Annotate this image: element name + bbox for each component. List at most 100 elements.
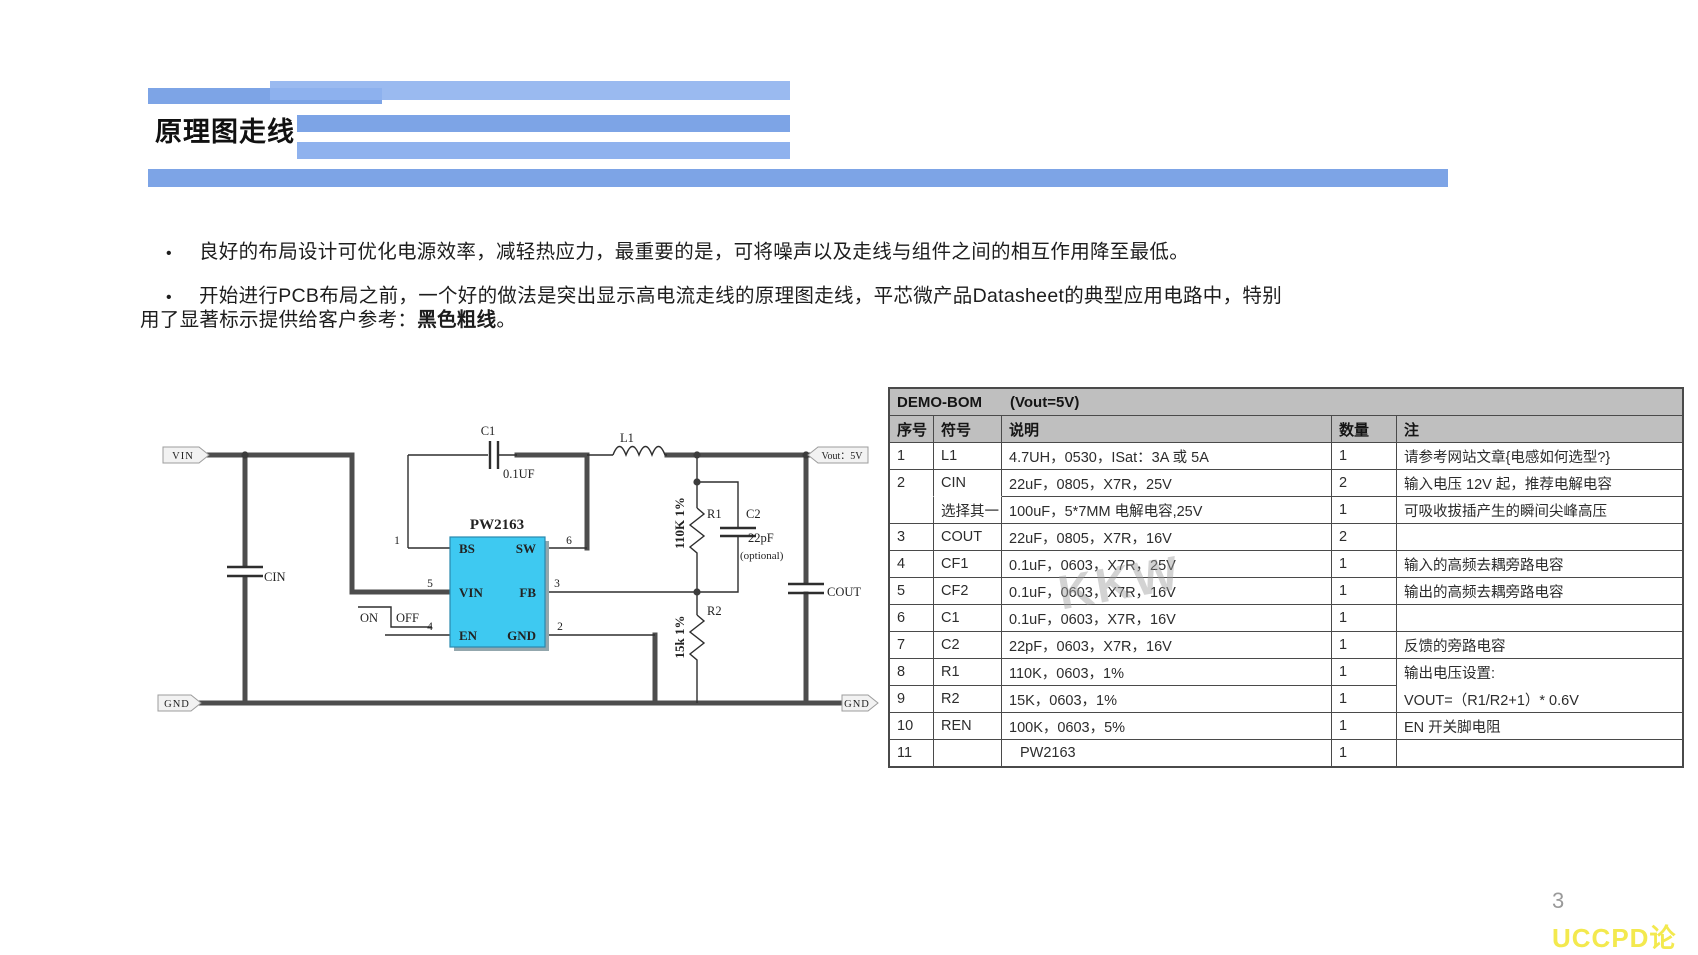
pin-bs-label: BS bbox=[459, 541, 475, 556]
net-flags bbox=[157, 446, 879, 712]
gnd-left-net-label: GND bbox=[164, 699, 190, 710]
chip-body bbox=[449, 536, 546, 648]
cell-no: 5 bbox=[890, 578, 934, 605]
r1-value-label: 110K 1% bbox=[672, 497, 687, 549]
cell-note: 反馈的旁路电容 bbox=[1397, 632, 1683, 659]
cell-qty: 1 bbox=[1332, 632, 1397, 659]
forum-watermark: UCCPD论坛 bbox=[1552, 923, 1677, 953]
cell-no: 9 bbox=[890, 686, 934, 713]
off-label: OFF bbox=[396, 611, 419, 625]
accent-bar-top-right bbox=[270, 81, 790, 100]
cell-qty: 1 bbox=[1332, 497, 1397, 524]
cell-no: 3 bbox=[890, 524, 934, 551]
cell-desc: 22uF，0805，X7R，16V bbox=[1002, 524, 1332, 551]
cell-note: 输入的高频去耦旁路电容 bbox=[1397, 551, 1683, 578]
bullet-icon: • bbox=[166, 289, 172, 306]
bom-title-row: DEMO-BOM(Vout=5V) bbox=[890, 389, 1683, 416]
accent-bar-title-2 bbox=[297, 142, 790, 159]
on-label: ON bbox=[360, 611, 378, 625]
col-header-qty: 数量 bbox=[1332, 416, 1397, 443]
bom-header-row: 序号 符号 说明 数量 注 bbox=[890, 416, 1683, 443]
cell-no: 4 bbox=[890, 551, 934, 578]
schematic-diagram: VIN GND GND Vout：5V PW2163 BS SW VIN FB … bbox=[157, 424, 879, 712]
cell-note: 输出的高频去耦旁路电容 bbox=[1397, 578, 1683, 605]
cell-note bbox=[1397, 605, 1683, 632]
pin-vin-label: VIN bbox=[459, 585, 483, 600]
c1-value-label: 0.1UF bbox=[503, 467, 535, 481]
cell-note: EN 开关脚电阻 bbox=[1397, 713, 1683, 740]
col-header-sym: 符号 bbox=[934, 416, 1002, 443]
vin-flag bbox=[162, 446, 210, 464]
cell-sym: R2 bbox=[934, 686, 1002, 713]
vout-net-label: Vout：5V bbox=[822, 451, 864, 462]
pin-fb-label: FB bbox=[519, 585, 536, 600]
cell-note: VOUT=（R1/R2+1）* 0.6V bbox=[1397, 686, 1683, 713]
cell-sym: REN bbox=[934, 713, 1002, 740]
cell-sym: R1 bbox=[934, 659, 1002, 686]
cell-desc: 0.1uF，0603，X7R，25V bbox=[1002, 551, 1332, 578]
on-off-symbol: ON OFF bbox=[358, 606, 432, 628]
c1-label: C1 bbox=[481, 424, 496, 438]
cell-qty: 1 bbox=[1332, 443, 1397, 470]
cell-desc: PW2163 bbox=[1002, 740, 1332, 766]
cell-sym: C2 bbox=[934, 632, 1002, 659]
cell-desc: 110K，0603，1% bbox=[1002, 659, 1332, 686]
junction-dots bbox=[241, 451, 810, 596]
pin-number-1: 1 bbox=[394, 535, 400, 547]
cout-label: COUT bbox=[827, 585, 861, 599]
cell-no: 7 bbox=[890, 632, 934, 659]
r2-label: R2 bbox=[707, 604, 722, 618]
cell-sym: CIN bbox=[934, 470, 1002, 497]
c2-value-label: 22pF bbox=[748, 531, 774, 545]
cell-desc: 0.1uF，0603，X7R，16V bbox=[1002, 578, 1332, 605]
cell-sym: COUT bbox=[934, 524, 1002, 551]
cell-no: 2 bbox=[890, 470, 934, 497]
cell-note: 请参考网站文章{电感如何选型?} bbox=[1397, 443, 1683, 470]
vout-flag bbox=[807, 446, 869, 464]
bom-vout-spec: (Vout=5V) bbox=[1010, 393, 1080, 411]
cell-no bbox=[890, 497, 934, 524]
capacitor-plates bbox=[227, 441, 824, 595]
cell-note bbox=[1397, 524, 1683, 551]
cell-qty: 1 bbox=[1332, 578, 1397, 605]
cell-desc: 100K，0603，5% bbox=[1002, 713, 1332, 740]
cell-note: 输入电压 12V 起，推荐电解电容 bbox=[1397, 470, 1683, 497]
pin-number-6: 6 bbox=[566, 535, 572, 547]
bullet-2-text: 开始进行PCB布局之前，一个好的做法是突出显示高电流走线的原理图走线，平芯微产品… bbox=[199, 285, 1282, 307]
thick-traces bbox=[198, 452, 845, 706]
pin-sw-label: SW bbox=[516, 541, 536, 556]
gnd-right-net-label: GND bbox=[844, 699, 870, 710]
page-number: 3 bbox=[1552, 888, 1565, 913]
cell-no: 8 bbox=[890, 659, 934, 686]
cell-no: 11 bbox=[890, 740, 934, 766]
gnd-left-flag bbox=[157, 694, 202, 712]
pin-number-3: 3 bbox=[554, 578, 560, 590]
bullet-2-continuation: 用了显著标示提供给客户参考：黑色粗线。 bbox=[140, 303, 516, 332]
bullet-2-text-bold: 黑色粗线 bbox=[417, 309, 497, 331]
vin-net-label: VIN bbox=[172, 451, 194, 462]
bullet-1: •良好的布局设计可优化电源效率，减轻热应力，最重要的是，可将噪声以及走线与组件之… bbox=[152, 235, 1189, 264]
page-title: 原理图走线 bbox=[155, 117, 295, 147]
r2-value-label: 15k 1% bbox=[672, 616, 687, 659]
cell-desc: 22pF，0603，X7R，16V bbox=[1002, 632, 1332, 659]
bullet-2: • 开始进行PCB布局之前，一个好的做法是突出显示高电流走线的原理图走线，平芯微产… bbox=[152, 279, 1282, 308]
thin-traces bbox=[385, 445, 739, 703]
cell-sym: 选择其一 bbox=[934, 497, 1002, 524]
bullet-2-text-suffix: 。 bbox=[496, 309, 517, 331]
pin-gnd-label: GND bbox=[507, 628, 536, 643]
col-header-no: 序号 bbox=[890, 416, 934, 443]
c2-label: C2 bbox=[746, 507, 761, 521]
cell-note bbox=[1397, 740, 1682, 766]
c2-optional-label: (optional) bbox=[740, 550, 784, 562]
